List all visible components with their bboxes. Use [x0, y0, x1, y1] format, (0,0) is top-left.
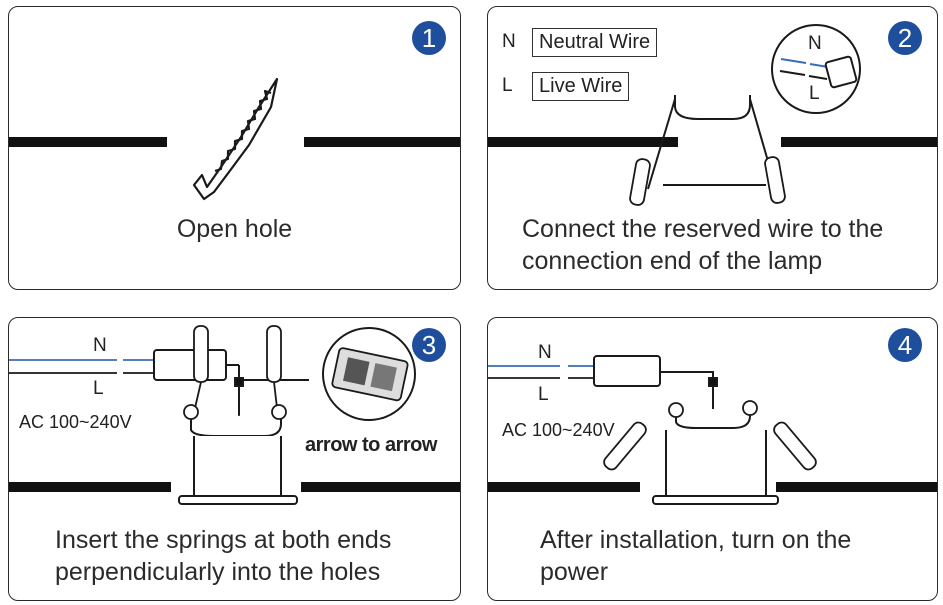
- step-number-badge: 2: [888, 21, 922, 55]
- step-3-illustration: [9, 325, 460, 505]
- arrow-callout-label: arrow to arrow: [305, 434, 437, 456]
- ceiling-right: [304, 137, 460, 147]
- spring-clip-left: [603, 402, 684, 471]
- wire-l-label: L: [93, 378, 104, 399]
- step-2-illustration: [488, 24, 937, 206]
- supply-wires: [488, 365, 594, 379]
- spring-clip-left: [629, 158, 651, 206]
- saw-icon: [192, 77, 279, 201]
- lamp-body: [178, 414, 298, 505]
- caption-line-2: perpendicularly into the holes: [55, 558, 381, 586]
- spring-clip-right: [764, 156, 786, 204]
- spring-clip-right: [266, 325, 287, 420]
- step-4-panel: N L AC 100~240V 4 After installation, tu…: [487, 317, 938, 601]
- ceiling-left: [488, 482, 640, 492]
- ceiling-right: [781, 137, 937, 147]
- caption-line-2: power: [540, 558, 609, 586]
- ceiling-left: [9, 137, 167, 147]
- spring-clip-left: [183, 325, 209, 420]
- ceiling-right: [301, 482, 460, 492]
- lamp-body: [647, 95, 777, 190]
- step-caption: Insert the springs at both ends perpendi…: [55, 524, 460, 588]
- ceiling-left: [488, 137, 678, 147]
- detail-n-label: N: [808, 33, 822, 54]
- lamp-body: [652, 408, 779, 505]
- wire-l-label: L: [538, 384, 549, 405]
- neutral-wire-label: Neutral Wire: [532, 28, 658, 57]
- step-caption: Connect the reserved wire to the connect…: [522, 213, 937, 277]
- voltage-label: AC 100~240V: [19, 412, 132, 432]
- step-number-badge: 3: [412, 328, 446, 362]
- spring-clip-right: [742, 400, 817, 471]
- wire-n-label: N: [538, 342, 552, 363]
- step-1-panel: 1 Open hole: [8, 6, 461, 290]
- ceiling-left: [9, 482, 171, 492]
- step-caption: Open hole: [176, 215, 293, 243]
- neutral-letter: N: [502, 31, 516, 52]
- detail-l-label: L: [809, 83, 820, 104]
- step-3-panel: N L AC 100~240V arrow to arrow 3 Insert …: [8, 317, 461, 601]
- caption-line-1: After installation, turn on the: [540, 526, 852, 554]
- step-number-badge: 4: [888, 328, 922, 362]
- caption-line-1: Connect the reserved wire to the: [522, 215, 884, 243]
- connector-detail-icon: [771, 24, 861, 114]
- ceiling-right: [776, 482, 937, 492]
- supply-wires: [9, 359, 154, 374]
- step-1-illustration: [9, 77, 460, 201]
- step-4-illustration: [488, 355, 937, 505]
- step-number-badge: 1: [412, 21, 446, 55]
- caption-line-1: Insert the springs at both ends: [55, 526, 392, 554]
- step-2-panel: N Neutral Wire L Live Wire N L 2 Connect…: [487, 6, 938, 290]
- connector-detail-icon: [322, 327, 416, 421]
- live-wire-label: Live Wire: [532, 72, 630, 101]
- live-letter: L: [502, 75, 513, 96]
- voltage-label: AC 100~240V: [502, 420, 615, 440]
- caption-line-2: connection end of the lamp: [522, 247, 823, 275]
- step-caption: After installation, turn on the power: [540, 524, 937, 588]
- wire-n-label: N: [93, 335, 107, 356]
